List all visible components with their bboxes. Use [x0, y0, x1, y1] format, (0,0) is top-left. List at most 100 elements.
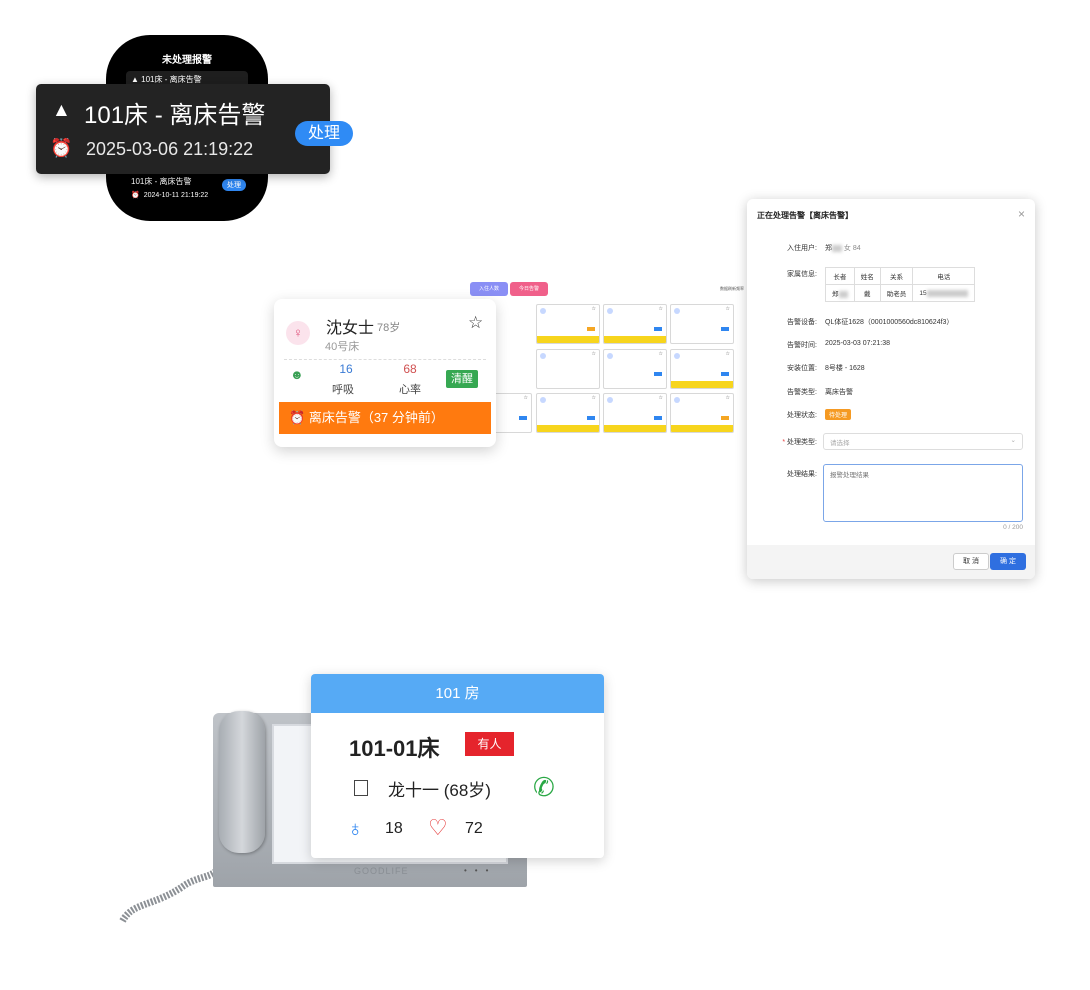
refresh-filter[interactable]: 数据刷新频率	[720, 286, 744, 291]
star-icon: ☆	[591, 351, 596, 357]
handle-alert-dialog: 正在处理告警【离床告警】 × 入住用户: 郑██ 女 84 家属信息: 长者 姓…	[747, 199, 1035, 579]
resident-age: 78岁	[377, 322, 401, 334]
alert-popup: ▲ 101床 - 离床告警 ⏰ 2025-03-06 21:19:22 处理	[36, 84, 353, 174]
status-badge: 待处理	[825, 409, 852, 420]
resident-name: 沈女士	[326, 320, 375, 337]
avatar	[607, 353, 613, 359]
masked-text: ██	[832, 245, 842, 252]
heart-rate-icon: ♡	[428, 815, 448, 840]
heart-rate-label: 心率	[399, 384, 421, 396]
occupied-badge: 有人	[465, 732, 514, 756]
watch-alert-label: 101床 - 离床告警	[141, 75, 202, 84]
status-tag	[654, 416, 662, 420]
breath-value: 18	[385, 820, 403, 837]
star-icon: ☆	[658, 351, 663, 357]
table-cell: 助老员	[879, 284, 914, 302]
table-cell: 15█████████	[912, 284, 976, 302]
alert-type-label: 告警类型:	[787, 389, 817, 396]
star-icon: ☆	[591, 395, 596, 401]
table-header: 姓名	[853, 267, 881, 285]
resident-avatar-icon: ♀	[286, 321, 310, 345]
avatar	[540, 353, 546, 359]
alert-strip	[671, 381, 733, 388]
handle-type-select[interactable]: 请选择 ⌄	[823, 433, 1023, 450]
watch-alert-label: 101床 - 离床告警	[131, 177, 192, 186]
table-cell: 戴	[853, 284, 881, 302]
watch-alert-item[interactable]: 101床 - 离床告警 ⏰2024-10-11 21:19:22	[126, 173, 248, 202]
resident-name: 郑	[825, 245, 832, 252]
person-sensor-icon: ☻	[290, 367, 304, 382]
alert-strip	[671, 425, 733, 432]
bed-mini-card[interactable]: ☆	[492, 393, 532, 433]
leave-bed-alert-bar[interactable]: ⏰ 离床告警（37 分钟前）	[279, 402, 491, 434]
table-header: 电话	[912, 267, 976, 285]
char-counter: 0 / 200	[1003, 524, 1023, 531]
avatar	[674, 397, 680, 403]
avatar	[674, 308, 680, 314]
alert-strip	[537, 336, 599, 343]
status-tag	[519, 416, 527, 420]
device-label: 告警设备:	[787, 319, 817, 326]
warning-icon: ▲	[52, 100, 71, 121]
alert-strip	[604, 336, 666, 343]
watch-handle-button[interactable]: 处理	[222, 179, 246, 191]
cancel-button[interactable]: 取 消	[953, 553, 989, 570]
phone-handset[interactable]	[219, 711, 265, 853]
result-textarea[interactable]	[823, 464, 1023, 522]
room-card[interactable]: 101 房 101-01床 有人 龙十一 (68岁) ✆ ♁ 18 ♡ 72	[311, 674, 604, 858]
avatar	[607, 397, 613, 403]
confirm-button[interactable]: 确 定	[990, 553, 1026, 570]
stat-residents[interactable]: 入住人数	[470, 282, 508, 296]
avatar	[540, 397, 546, 403]
bed-mini-card[interactable]: ☆	[670, 349, 734, 389]
breath-label: 呼吸	[332, 384, 354, 396]
star-icon: ☆	[725, 395, 730, 401]
status-tag	[721, 416, 729, 420]
resident-name: 龙十一 (68岁)	[388, 781, 491, 800]
star-icon: ☆	[658, 306, 663, 312]
phone-call-icon[interactable]: ✆	[533, 772, 555, 802]
bed-mini-card[interactable]: ☆	[603, 393, 667, 433]
bed-dashboard: 入住人数 今日告警 数据刷新频率 ☆ ☆ ☆ ☆ ☆ ☆ ☆ ☆ ☆ ☆	[470, 282, 750, 434]
bed-mini-card[interactable]: ☆	[536, 349, 600, 389]
star-icon: ☆	[591, 306, 596, 312]
indicator-lights: •••	[464, 866, 497, 875]
alert-strip	[604, 425, 666, 432]
alert-strip	[537, 425, 599, 432]
bed-mini-card[interactable]: ☆	[670, 393, 734, 433]
breath-value: 16	[339, 362, 353, 376]
awake-badge[interactable]: 清醒	[446, 370, 478, 388]
warning-icon: ▲	[131, 75, 142, 84]
avatar	[540, 308, 546, 314]
table-row: 郑██ 戴 助老员 15█████████	[825, 284, 976, 302]
handle-button[interactable]: 处理	[295, 121, 353, 146]
time-label: 告警时间:	[787, 342, 817, 349]
bed-mini-card[interactable]: ☆	[536, 304, 600, 344]
family-label: 家属信息:	[787, 271, 817, 278]
bed-mini-card[interactable]: ☆	[536, 393, 600, 433]
alarm-icon: ⏰	[289, 410, 309, 425]
watch-alert-item[interactable]: ▲ 101床 - 离床告警	[126, 71, 248, 88]
star-icon[interactable]: ☆	[468, 313, 484, 332]
required-icon: *	[782, 439, 788, 446]
status-tag	[721, 327, 729, 331]
alarm-clock-icon: ⏰	[131, 192, 140, 199]
handle-type-label: * 处理类型:	[782, 439, 817, 446]
star-icon: ☆	[658, 395, 663, 401]
heart-rate-value: 72	[465, 820, 483, 837]
stat-alerts[interactable]: 今日告警	[510, 282, 548, 296]
star-icon: ☆	[725, 306, 730, 312]
table-header-row: 长者 姓名 关系 电话	[825, 267, 976, 285]
dialog-title: 正在处理告警【离床告警】	[757, 211, 853, 220]
status-tag	[654, 372, 662, 376]
star-icon: ☆	[523, 395, 528, 401]
resident-checkbox[interactable]	[354, 780, 368, 796]
resident-value: 郑██ 女 84	[825, 243, 861, 253]
bed-mini-card[interactable]: ☆	[603, 349, 667, 389]
bed-mini-card[interactable]: ☆	[670, 304, 734, 344]
bed-number: 40号床	[325, 341, 360, 353]
chevron-down-icon: ⌄	[1010, 437, 1016, 444]
close-icon[interactable]: ×	[1017, 207, 1025, 221]
bed-mini-card[interactable]: ☆	[603, 304, 667, 344]
bed-card[interactable]: ♀ 沈女士 78岁 40号床 ☆ ☻ 16 呼吸 68 心率 清醒 ⏰ 离床告警…	[274, 299, 496, 447]
